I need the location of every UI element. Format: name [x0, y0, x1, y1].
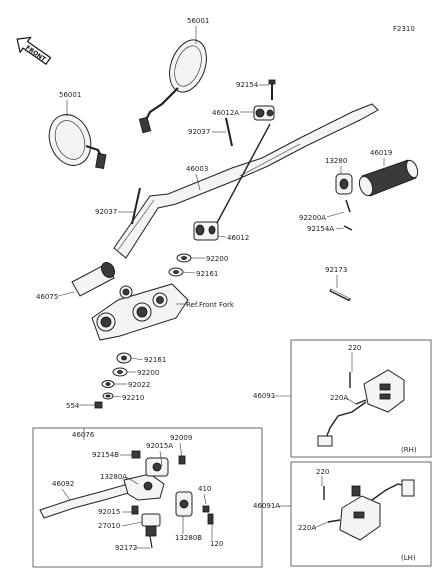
switch-rh: [317, 369, 405, 447]
throttle-holder: [335, 173, 353, 195]
tag-rh: (RH): [401, 446, 417, 454]
clutch-screw-92015: [131, 505, 139, 515]
label-washer-b3: 92022: [128, 381, 150, 389]
label-mirror-right: 56001: [187, 17, 209, 25]
pin-92200A: [345, 199, 351, 213]
mirror-left: [48, 114, 107, 170]
switch-lh: [323, 479, 415, 541]
label-pin: 92200A: [299, 214, 326, 222]
label-lever: 46092: [52, 480, 74, 488]
clutch-switch: [141, 513, 161, 549]
front-arrow-icon: FRONT: [16, 36, 52, 66]
label-92009: 92009: [170, 434, 192, 442]
label-washer-b2: 92200: [137, 369, 159, 377]
label-rh-220A: 220A: [330, 394, 348, 402]
label-bolt-554: 554: [66, 402, 80, 410]
switch-lh-box: [290, 461, 432, 567]
washer-stack-top: [168, 253, 192, 277]
bar-end-weight: [71, 262, 115, 297]
clutch-box: [32, 427, 263, 568]
label-bolt-top: 92154: [236, 81, 259, 89]
label-weight: 46075: [36, 293, 58, 301]
label-washer-top-1: 92200: [206, 255, 228, 263]
stud-long: [209, 123, 271, 237]
stud-top: [225, 117, 233, 147]
figure-code: F2310: [393, 25, 415, 33]
label-lh-220A: 220A: [298, 524, 316, 532]
clutch-holder: [145, 457, 169, 477]
label-stud-top: 92037: [188, 128, 210, 136]
label-washer-top-2: 92161: [196, 270, 218, 278]
upper-clamp: [91, 283, 189, 341]
bolt-top: [268, 79, 276, 100]
label-holder-upper: 46012A: [212, 109, 239, 117]
label-screw: 92154A: [307, 225, 334, 233]
switch-rh-box: [290, 339, 432, 458]
label-lh-46091A: 46091A: [253, 502, 280, 510]
label-band: 92173: [325, 266, 347, 274]
throttle-grip: [358, 159, 419, 197]
clutch-bolt-92154B: [131, 450, 141, 459]
label-grip: 46019: [370, 149, 392, 157]
label-clutch-assy: 46076: [72, 431, 95, 439]
label-throttle-holder: 13280: [325, 157, 347, 165]
label-92172: 92172: [115, 544, 137, 552]
mirror-right: [138, 39, 207, 134]
screw-92154A: [343, 225, 353, 231]
label-13280B: 13280B: [175, 534, 202, 542]
clutch-screw-92009: [178, 455, 186, 465]
label-27010: 27010: [98, 522, 120, 530]
label-nut: 92210: [122, 394, 144, 402]
stud-left: [131, 187, 141, 225]
washer-stack-bottom: [94, 352, 132, 409]
tag-lh: (LH): [401, 554, 416, 562]
label-92015: 92015: [98, 508, 120, 516]
label-handlebar: 46003: [186, 165, 208, 173]
label-92015A: 92015A: [146, 442, 173, 450]
label-rh-46091: 46091: [253, 392, 275, 400]
label-mirror-left: 56001: [59, 91, 81, 99]
holder-lower: [193, 221, 219, 241]
ref-front-fork: Ref.Front Fork: [186, 301, 235, 309]
clutch-lever: [39, 473, 165, 519]
label-holder-lower: 46012: [227, 234, 249, 242]
label-rh-220: 220: [348, 344, 361, 352]
label-stud-left: 92037: [95, 208, 117, 216]
label-washer-b1: 92161: [144, 356, 166, 364]
label-92154B: 92154B: [92, 451, 119, 459]
label-lh-220: 220: [316, 468, 329, 476]
label-410: 410: [198, 485, 211, 493]
band: [329, 288, 351, 302]
label-120: 120: [210, 540, 223, 548]
handlebar: [113, 103, 379, 259]
holder-upper: [253, 105, 275, 121]
clutch-part-120: [207, 513, 214, 525]
clutch-part-410: [202, 505, 210, 513]
clutch-perch: [175, 491, 193, 517]
label-13280A: 13280A: [100, 473, 127, 481]
